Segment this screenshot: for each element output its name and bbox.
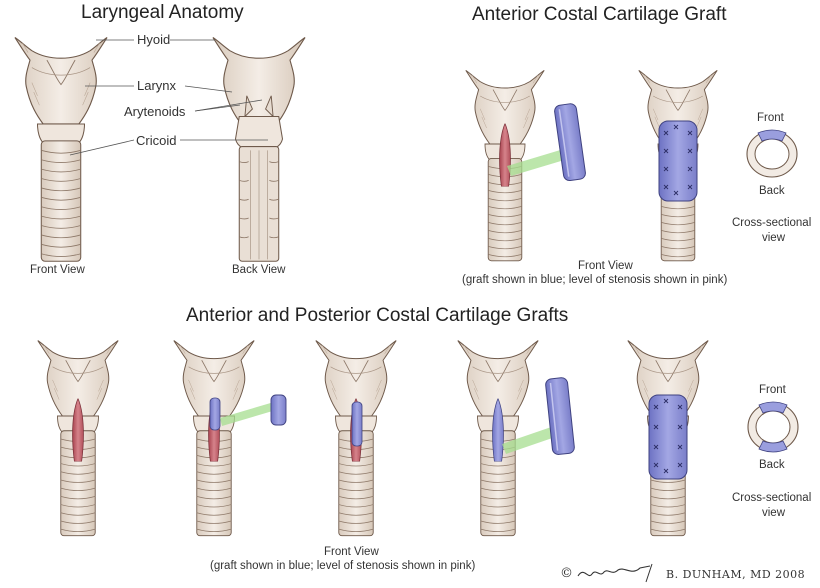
artist-signature-scribble [577, 563, 653, 583]
label-front-view: Front View [30, 264, 85, 276]
graft-insertion-beam-2 [220, 402, 276, 426]
graft-insertion-beam-4 [502, 424, 564, 454]
callout-larynx: Larynx [137, 78, 177, 93]
callout-arytenoids: Arytenoids [124, 104, 186, 119]
cross-section-bottom-front-label: Front [759, 384, 786, 396]
cross-section-top-ring [746, 129, 798, 178]
ap-placed-anterior-graft-5 [648, 394, 688, 480]
cross-section-top-front-label: Front [757, 112, 784, 124]
bottom-front-view-caption: Front View [324, 546, 379, 558]
placed-graft-top [658, 120, 698, 202]
cross-section-bottom-ring [747, 401, 799, 453]
callout-hyoid: Hyoid [137, 32, 171, 47]
ap-slit-1 [69, 396, 87, 464]
cross-section-top-label-1: Cross-sectional [732, 217, 812, 229]
cross-section-bottom-label-2: view [762, 507, 786, 519]
cross-section-bottom-back-label: Back [759, 459, 785, 471]
cross-section-top-label-2: view [762, 232, 786, 244]
callout-cricoid: Cricoid [136, 133, 177, 148]
callout-leader-lines [69, 39, 268, 156]
ap-placed-posterior-graft-3 [351, 401, 363, 447]
top-graft-note: (graft shown in blue; level of stenosis … [462, 274, 728, 286]
title-anterior-posterior-grafts: Anterior and Posterior Costal Cartilage … [186, 305, 569, 326]
title-anterior-graft: Anterior Costal Cartilage Graft [472, 4, 727, 25]
ap-posterior-graft-piece [270, 394, 287, 426]
cross-section-bottom-label-1: Cross-sectional [732, 492, 812, 504]
artist-credit: B. DUNHAM, MD 2008 [666, 568, 806, 581]
top-front-view-caption: Front View [578, 260, 633, 272]
graft-insertion-beam-top [507, 148, 571, 176]
ap-small-graft-2 [209, 397, 221, 431]
label-back-view: Back View [232, 264, 286, 276]
cross-section-top-back-label: Back [759, 185, 785, 197]
signature-copyright: © [560, 566, 573, 581]
bottom-graft-note: (graft shown in blue; level of stenosis … [210, 560, 476, 572]
title-laryngeal-anatomy: Laryngeal Anatomy [81, 2, 244, 23]
